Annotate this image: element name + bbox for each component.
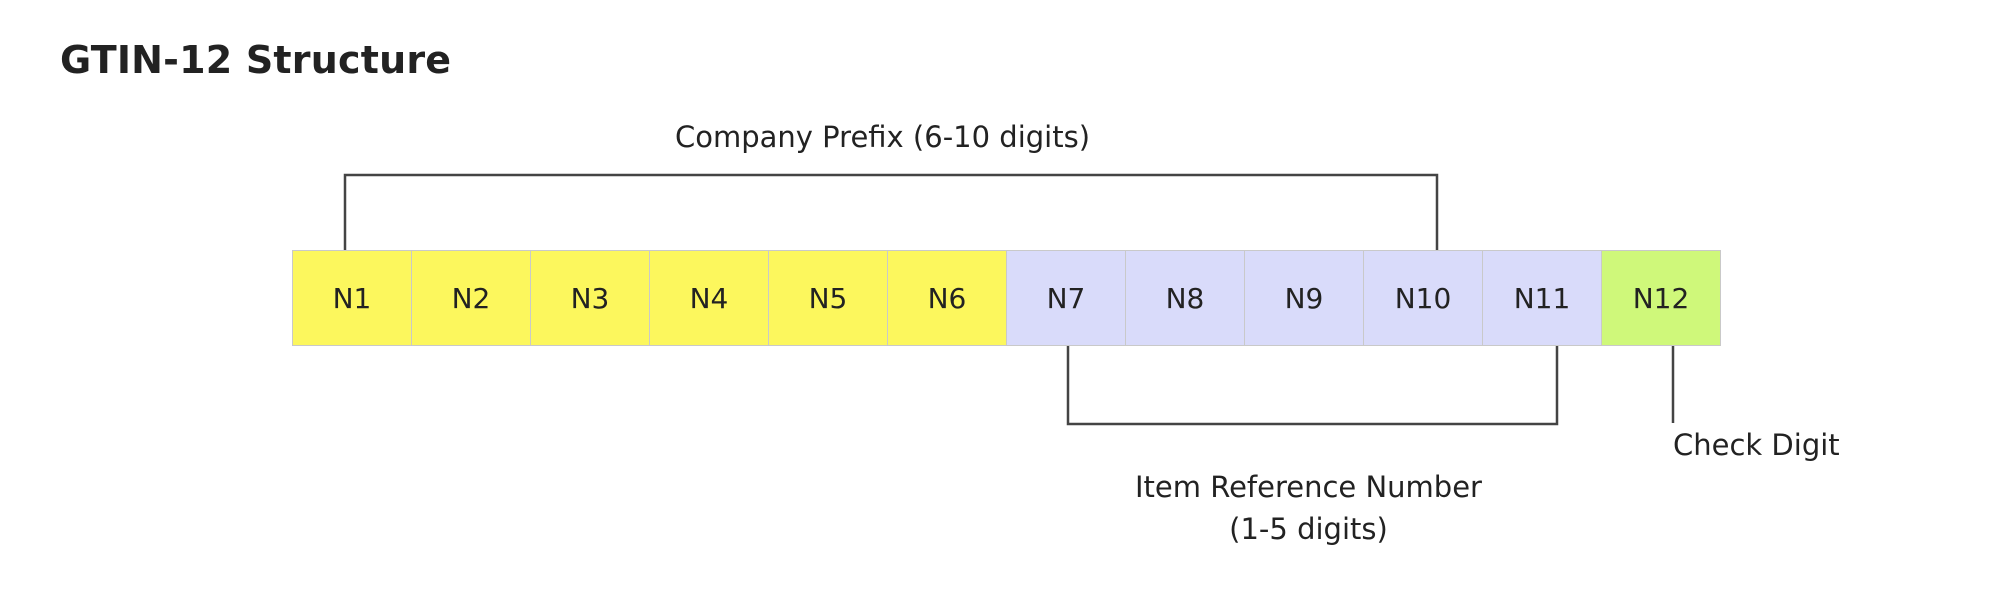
item-reference-label: Item Reference Number (1-5 digits) [1135, 466, 1482, 550]
digit-cell-n11: N11 [1482, 250, 1602, 346]
item-reference-label-line1: Item Reference Number [1135, 470, 1482, 504]
digit-cell-n10: N10 [1363, 250, 1483, 346]
digit-cell-n3: N3 [530, 250, 650, 346]
digit-cell-n2: N2 [411, 250, 531, 346]
digit-cell-n6: N6 [887, 250, 1007, 346]
digit-cell-n4: N4 [649, 250, 769, 346]
digit-cell-n8: N8 [1125, 250, 1245, 346]
company-prefix-label: Company Prefix (6-10 digits) [675, 120, 1091, 154]
check-digit-label: Check Digit [1673, 428, 1840, 462]
digit-cell-n1: N1 [292, 250, 412, 346]
digit-cell-n7: N7 [1006, 250, 1126, 346]
digit-cell-n12: N12 [1601, 250, 1721, 346]
digit-cell-n5: N5 [768, 250, 888, 346]
item-reference-bracket [1066, 346, 1559, 426]
digit-cell-n9: N9 [1244, 250, 1364, 346]
company-prefix-bracket [343, 173, 1439, 250]
diagram-title: GTIN-12 Structure [60, 38, 452, 82]
item-reference-label-line2: (1-5 digits) [1229, 512, 1388, 546]
